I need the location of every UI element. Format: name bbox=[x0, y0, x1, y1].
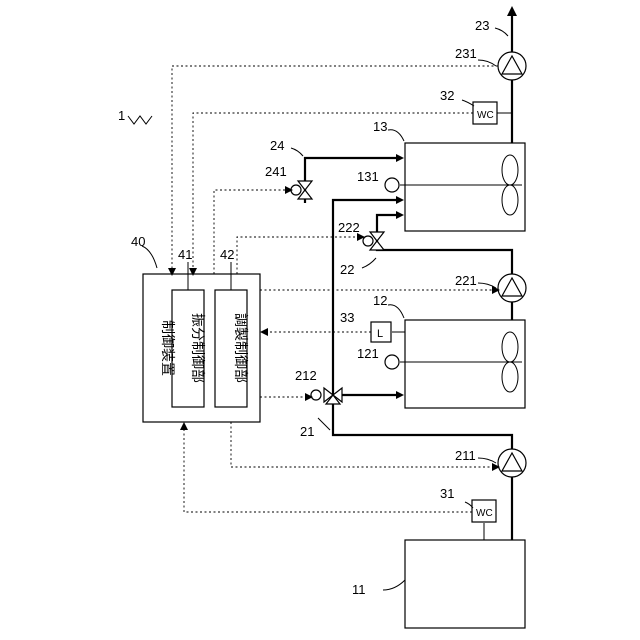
sensor-131 bbox=[385, 178, 399, 192]
label-22: 22 bbox=[340, 262, 354, 277]
label-13: 13 bbox=[373, 119, 387, 134]
leader-22 bbox=[362, 258, 376, 268]
leader-12 bbox=[388, 305, 404, 318]
tank-11 bbox=[405, 540, 525, 628]
label-system-1: 1 bbox=[118, 108, 125, 123]
label-32: 32 bbox=[440, 88, 454, 103]
arrow-into-13-a bbox=[396, 196, 404, 204]
label-131: 131 bbox=[357, 169, 379, 184]
valve-222-actuator bbox=[363, 236, 373, 246]
label-33: 33 bbox=[340, 310, 354, 325]
system-squiggle bbox=[128, 116, 152, 124]
label-23: 23 bbox=[475, 18, 489, 33]
signal-sensor-31 bbox=[184, 424, 472, 512]
label-222: 222 bbox=[338, 220, 360, 235]
arrow-into-13-c bbox=[396, 154, 404, 162]
leader-23 bbox=[495, 28, 508, 36]
leader-24 bbox=[291, 148, 303, 156]
label-241: 241 bbox=[265, 164, 287, 179]
distribution-unit-label: 振分制御部 bbox=[189, 313, 205, 383]
line-23-arrow bbox=[507, 6, 517, 16]
arrow-signal-33 bbox=[260, 328, 268, 336]
label-40: 40 bbox=[131, 234, 145, 249]
arrow-into-12 bbox=[396, 391, 404, 399]
label-121: 121 bbox=[357, 346, 379, 361]
label-212: 212 bbox=[295, 368, 317, 383]
label-211: 211 bbox=[455, 448, 476, 463]
leader-21 bbox=[318, 418, 330, 430]
label-231: 231 bbox=[455, 46, 477, 61]
sensor-121 bbox=[385, 355, 399, 369]
leader-13 bbox=[388, 130, 404, 141]
leader-11 bbox=[383, 580, 405, 590]
valve-212-actuator bbox=[311, 390, 321, 400]
leader-231 bbox=[478, 60, 496, 66]
label-24: 24 bbox=[270, 138, 284, 153]
label-11: 11 bbox=[352, 582, 366, 597]
label-21: 21 bbox=[300, 424, 314, 439]
label-12: 12 bbox=[373, 293, 387, 308]
line-24-pipe bbox=[305, 158, 400, 203]
arrow-signal-31 bbox=[180, 422, 188, 430]
sensor-32-text: WC bbox=[477, 110, 494, 121]
sensor-33-text: L bbox=[377, 328, 383, 340]
sensor-31-text: WC bbox=[476, 508, 493, 519]
label-41: 41 bbox=[178, 247, 192, 262]
leader-32 bbox=[462, 100, 474, 106]
arrow-into-13-b bbox=[396, 211, 404, 219]
leader-40 bbox=[142, 246, 157, 268]
label-42: 42 bbox=[220, 247, 234, 262]
label-221: 221 bbox=[455, 273, 477, 288]
controller-title: 制御装置 bbox=[159, 320, 175, 376]
adjustment-unit-label: 調製制御部 bbox=[232, 313, 248, 383]
label-31: 31 bbox=[440, 486, 454, 501]
leader-211 bbox=[478, 458, 496, 463]
